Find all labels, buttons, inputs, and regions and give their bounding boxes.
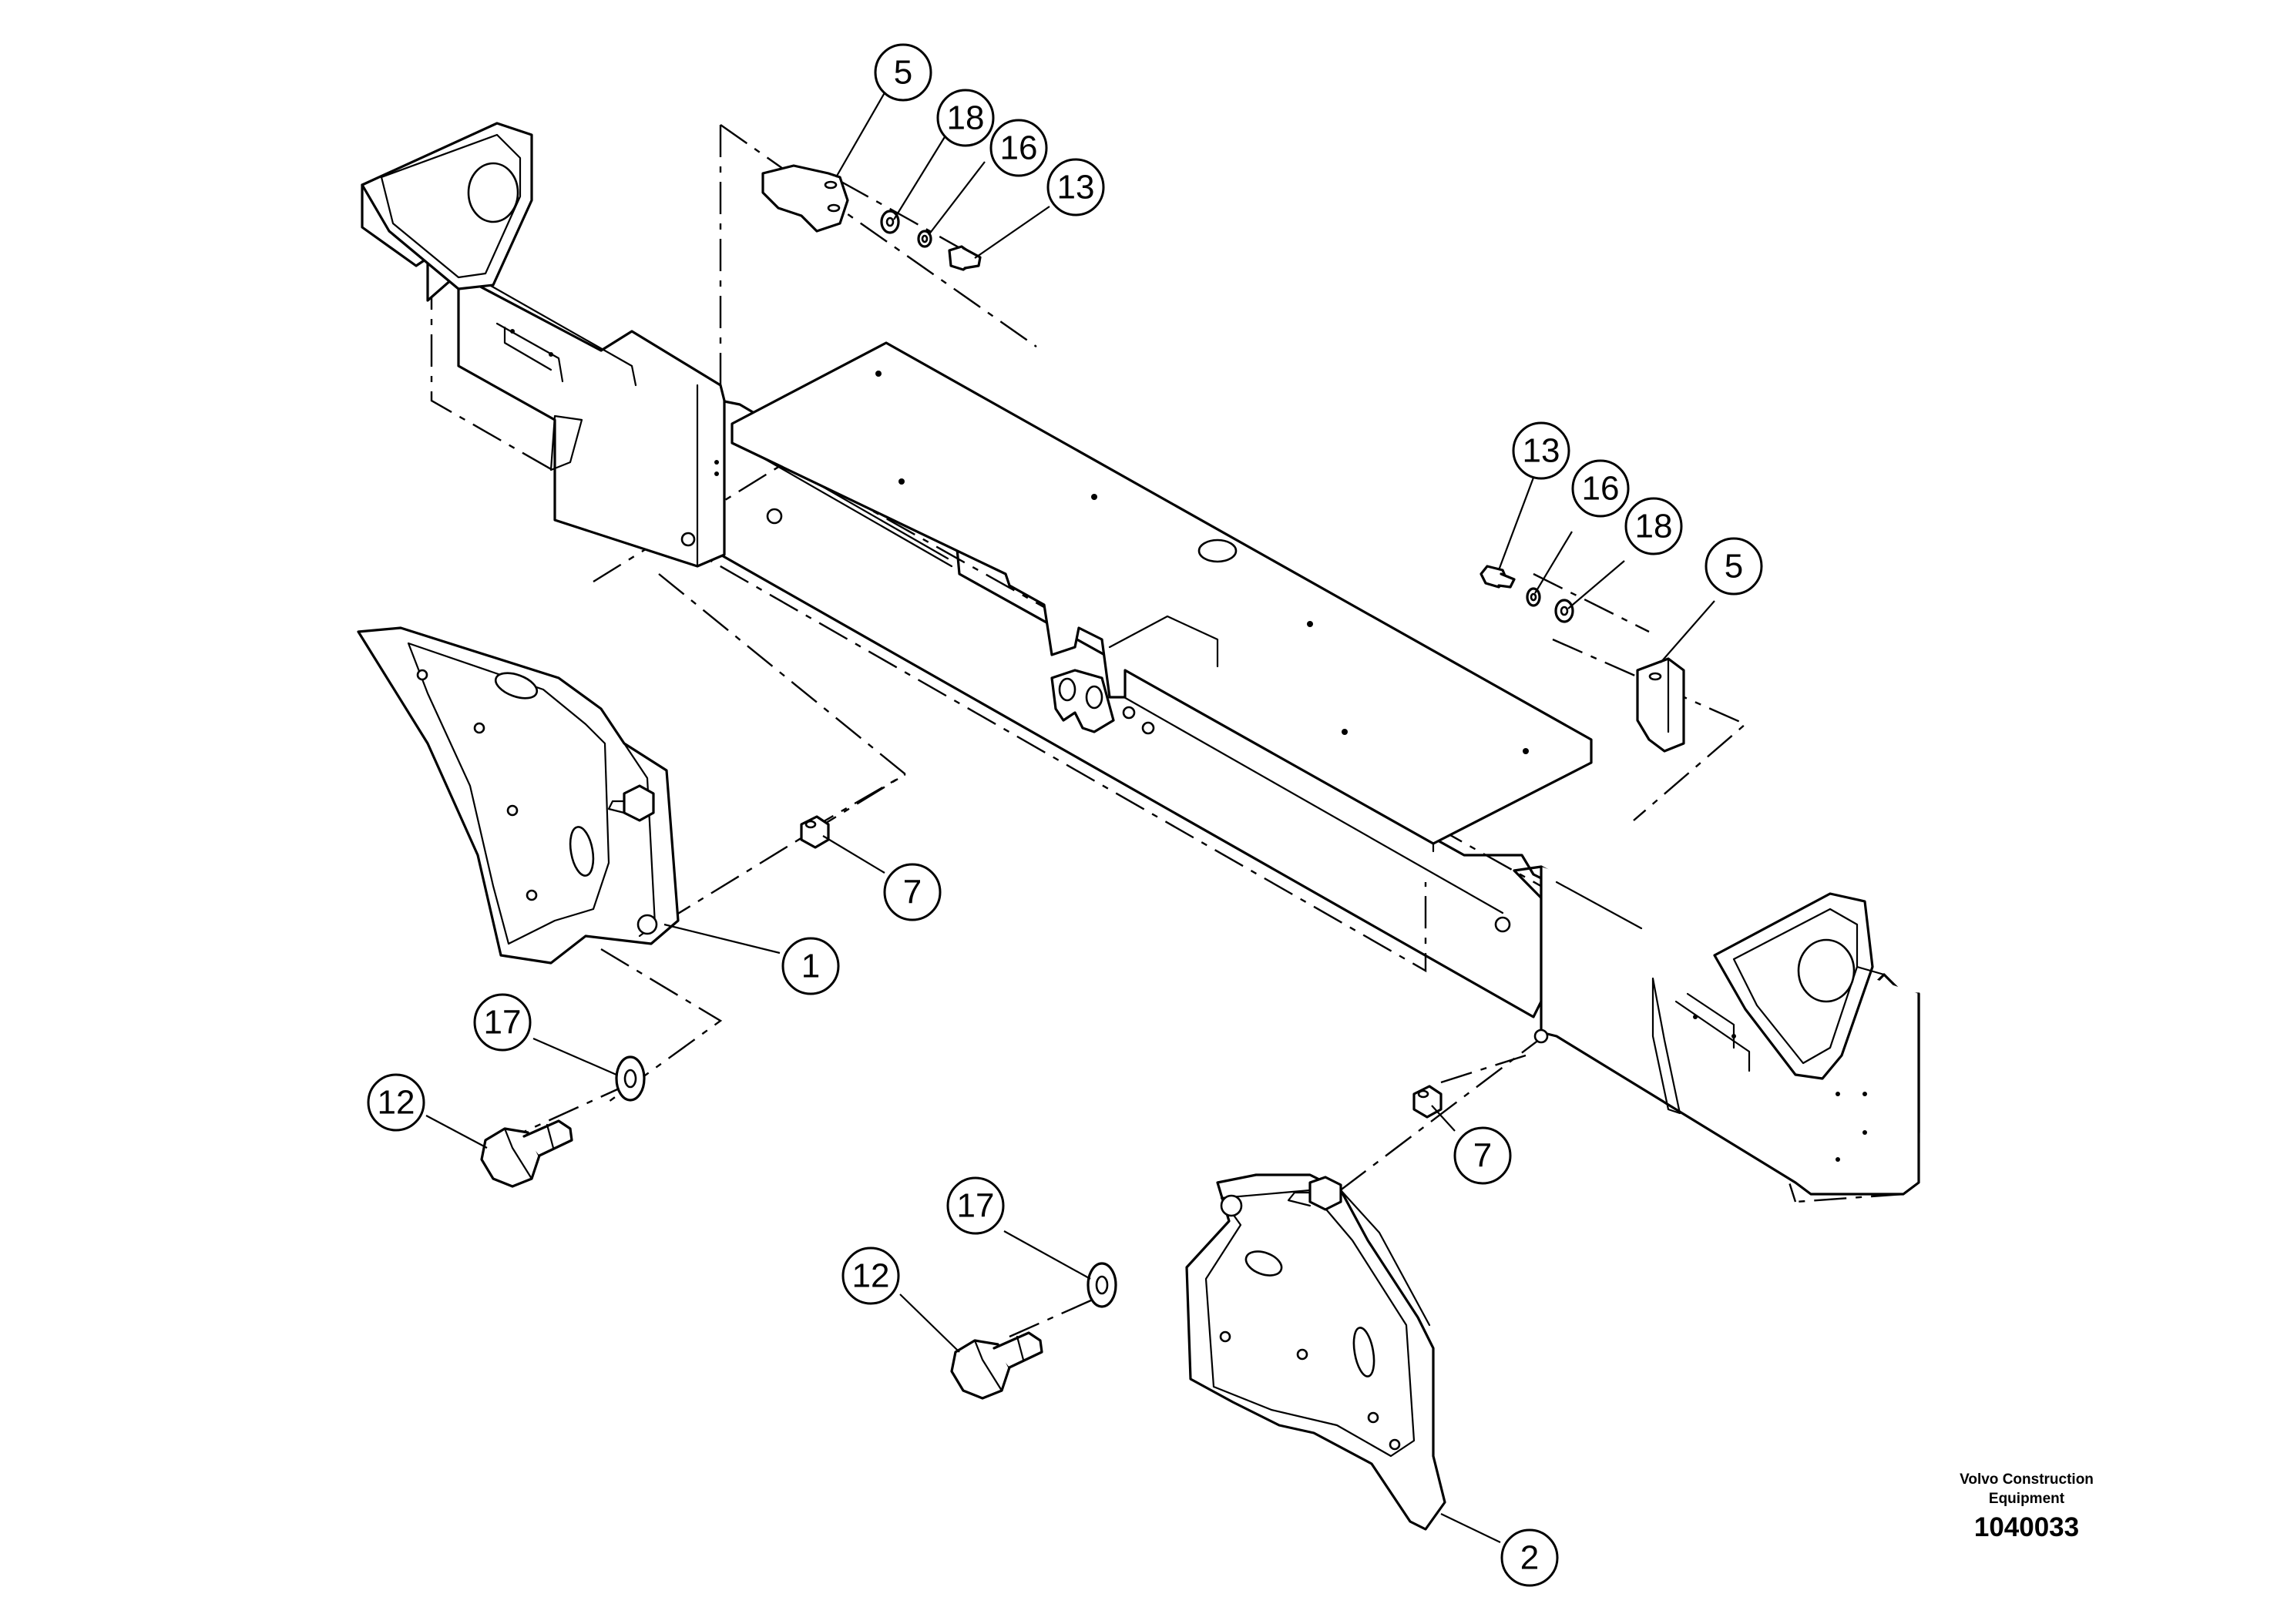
right-bolt-12: [950, 1331, 1043, 1400]
svg-text:13: 13: [1057, 169, 1095, 206]
top-bolt-13: [948, 245, 982, 271]
left-bracket: [357, 626, 680, 965]
svg-text:5: 5: [894, 54, 912, 92]
drawing-number: 1040033: [1973, 1512, 2080, 1542]
top-plate: [731, 341, 1593, 853]
svg-text:2: 2: [1520, 1539, 1539, 1577]
svg-text:18: 18: [1635, 508, 1673, 545]
main-frame-beam: [361, 122, 1543, 1018]
callout-7-left: 7: [883, 863, 942, 921]
svg-text:16: 16: [1582, 470, 1620, 508]
callout-18-top: 18: [936, 89, 995, 147]
top-washer-18: [880, 210, 900, 234]
right-end-block: [1494, 865, 1920, 1196]
right-bracket: [1185, 1173, 1446, 1531]
svg-text:17: 17: [957, 1187, 995, 1225]
top-washer-16: [917, 230, 932, 248]
callout-5-right: 5: [1705, 537, 1763, 596]
callout-16-right: 16: [1571, 459, 1630, 518]
svg-text:12: 12: [378, 1084, 415, 1122]
callout-17-right: 17: [946, 1176, 1005, 1235]
callout-12-right: 12: [841, 1247, 900, 1305]
callout-13-top: 13: [1046, 158, 1105, 216]
brand-label: Volvo Construction Equipment: [1950, 1470, 2104, 1508]
callout-2: 2: [1500, 1528, 1559, 1587]
svg-text:7: 7: [1473, 1137, 1492, 1175]
callout-5-top: 5: [874, 43, 932, 102]
top-clip: [761, 164, 849, 233]
svg-text:12: 12: [852, 1257, 890, 1295]
right-washer-17: [1087, 1262, 1117, 1308]
brand-line-1: Volvo Construction: [1960, 1471, 2094, 1488]
center-pin-bracket: [1050, 669, 1155, 735]
right-washer-16: [1526, 587, 1541, 607]
left-washer-17: [615, 1055, 646, 1102]
right-clip: [1636, 657, 1685, 753]
svg-text:18: 18: [947, 99, 985, 137]
callout-1: 1: [781, 937, 840, 995]
callout-17-left: 17: [473, 993, 532, 1052]
left-spacer-7: [800, 815, 830, 849]
brand-line-2: Equipment: [1988, 1491, 2065, 1507]
svg-text:17: 17: [484, 1004, 522, 1042]
callout-13-right: 13: [1512, 421, 1570, 480]
svg-text:16: 16: [1000, 129, 1038, 167]
callout-18-right: 18: [1624, 497, 1683, 555]
svg-text:1: 1: [801, 948, 820, 985]
callout-16-top: 16: [989, 119, 1048, 177]
right-washer-18: [1554, 599, 1574, 623]
svg-text:13: 13: [1523, 432, 1560, 470]
leader-lines: [425, 79, 1715, 1543]
callout-12-left: 12: [367, 1073, 425, 1132]
svg-text:7: 7: [903, 874, 922, 911]
callout-7-right: 7: [1453, 1126, 1512, 1185]
left-bolt-12: [480, 1119, 573, 1188]
svg-text:5: 5: [1725, 548, 1743, 586]
right-bolt-13: [1480, 565, 1516, 589]
